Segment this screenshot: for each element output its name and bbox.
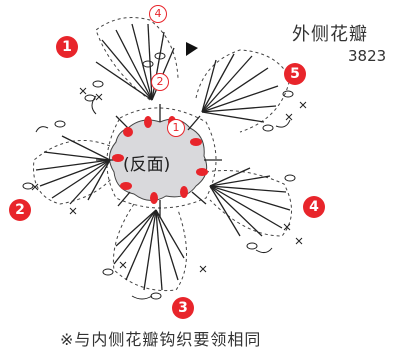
center-ring-stitches <box>96 104 222 218</box>
round-marker-1: 1 <box>167 119 185 137</box>
diagram-title: 外侧花瓣 <box>292 24 368 45</box>
stitch-fans <box>35 23 291 291</box>
petal-2-stitches <box>35 135 111 205</box>
petal-3-stitches <box>113 209 185 291</box>
pattern-code: 3823 <box>348 47 387 65</box>
center-ring-outline <box>106 107 217 209</box>
petal-badge-5: 5 <box>284 63 306 85</box>
petal-outline-2 <box>33 140 113 205</box>
single-crochet-marks <box>31 87 307 273</box>
petal-outline-1 <box>95 17 179 101</box>
petal-badge-1: 1 <box>56 36 78 58</box>
petal-badge-2: 2 <box>9 199 31 221</box>
petal-4-stitches <box>209 167 291 237</box>
petal-5-stitches <box>201 53 279 123</box>
round-marker-2: 2 <box>151 73 169 91</box>
petal-outline-3 <box>112 203 187 292</box>
footnote: ※与内侧花瓣钩织要领相同 <box>60 330 262 349</box>
direction-arrows <box>35 95 291 300</box>
petal-1-stitches <box>95 23 175 101</box>
petal-outline-5 <box>195 49 291 133</box>
petal-badge-4: 4 <box>303 196 325 218</box>
start-arrow <box>186 42 198 56</box>
center-red-marks <box>112 116 208 204</box>
round-marker-4: 4 <box>149 5 167 23</box>
back-side-label: (反面) <box>123 155 171 175</box>
petal-badge-3: 3 <box>172 297 194 319</box>
